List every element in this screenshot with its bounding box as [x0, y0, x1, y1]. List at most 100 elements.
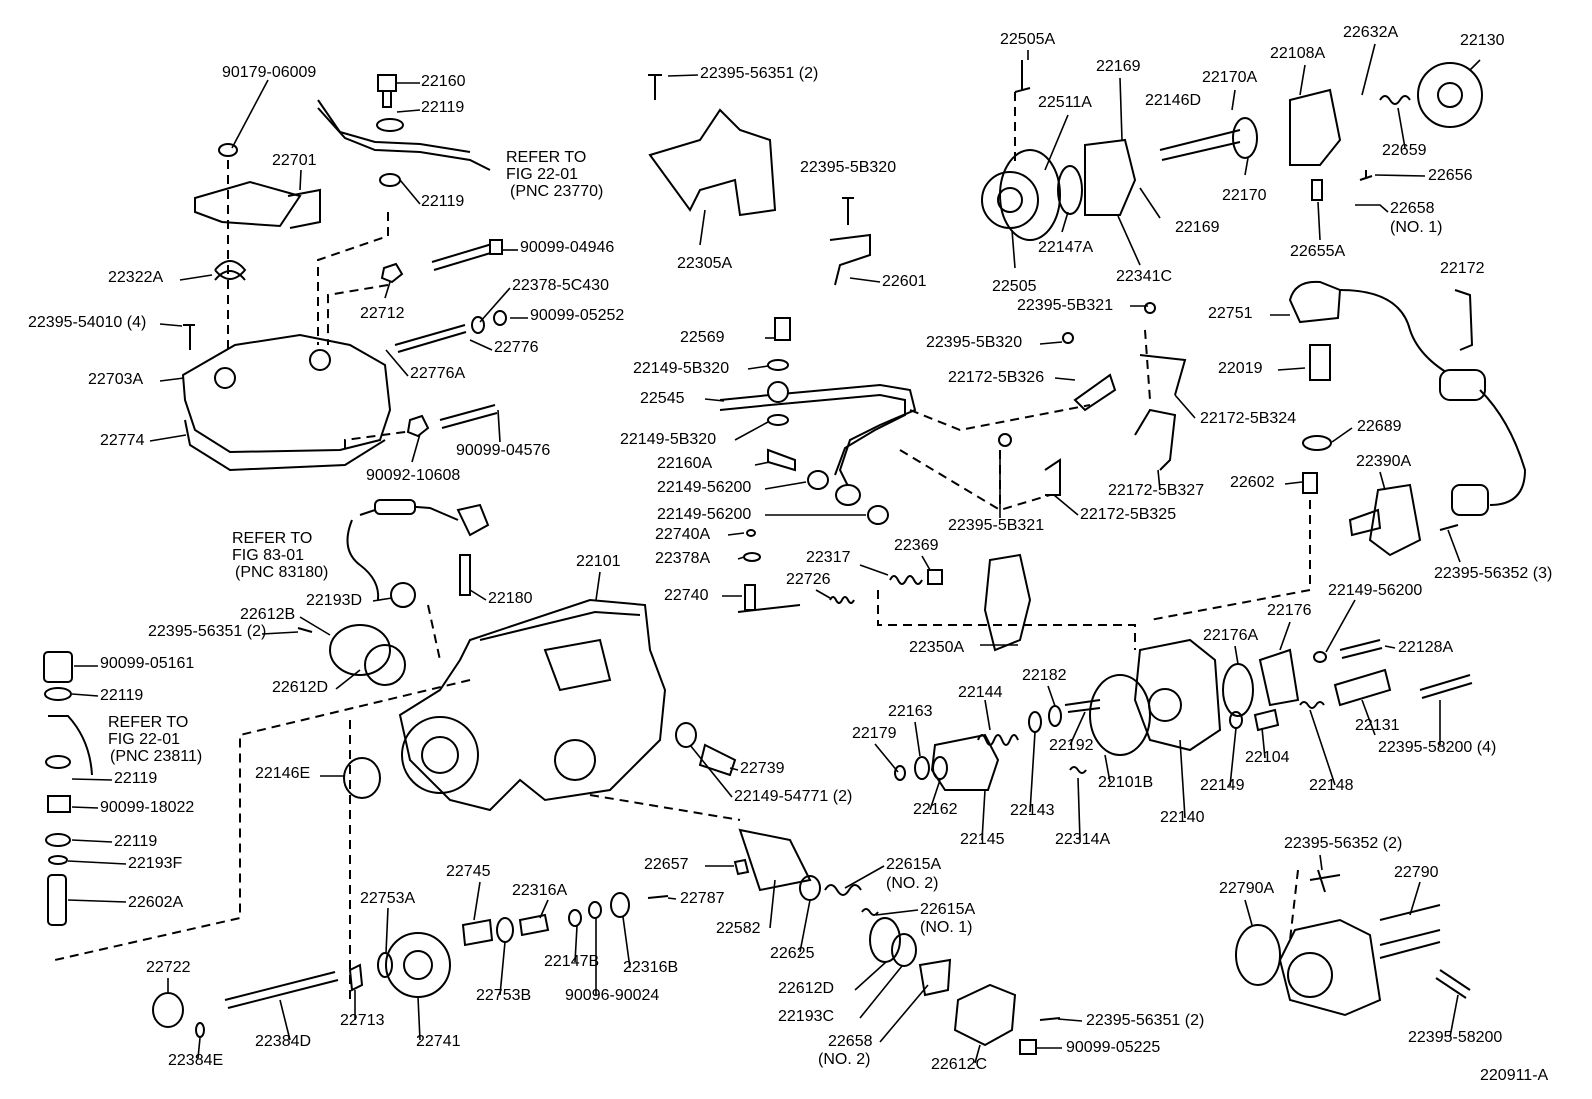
cover-22612b	[329, 624, 391, 676]
part-label-22615a: 22615A	[920, 901, 975, 918]
tube-22602a	[47, 874, 67, 926]
part-label-22776a: 22776A	[410, 365, 465, 382]
spring-22615a	[824, 884, 862, 896]
part-label-22740: 22740	[664, 587, 709, 604]
connector-22751	[1439, 369, 1486, 401]
part-label-22751: 22751	[1208, 305, 1253, 322]
part-label-22322a: 22322A	[108, 269, 163, 286]
bush-22316a	[518, 913, 550, 937]
disc-22130	[1417, 62, 1483, 128]
part-label-22511a: 22511A	[1038, 94, 1092, 111]
nut-90099-05161	[43, 651, 73, 683]
part-label-22712: 22712	[360, 305, 405, 322]
part-label-22148: 22148	[1309, 777, 1354, 794]
part-label-22149-56200: 22149-56200	[657, 506, 751, 523]
cover-22612c	[953, 983, 1017, 1047]
spring-22317	[889, 575, 923, 585]
part-label-22395-56352-2: 22395-56352 (2)	[1284, 835, 1402, 852]
part-label-22612b: 22612B	[240, 606, 295, 623]
bolt-22569	[774, 317, 791, 341]
part-label-22713: 22713	[340, 1012, 385, 1029]
part-label-22145: 22145	[960, 831, 1005, 848]
part-label-22612d: 22612D	[272, 679, 328, 696]
bolt-22739	[698, 743, 737, 777]
part-label-22101b: 22101B	[1098, 774, 1153, 791]
part-label-22314a: 22314A	[1055, 831, 1110, 848]
part-label-22703a: 22703A	[88, 371, 143, 388]
bracket-22701	[194, 180, 302, 228]
part-label-22149-56200: 22149-56200	[1328, 582, 1422, 599]
part-label-22172-5b324: 22172-5B324	[1200, 410, 1296, 427]
part-label-22128a: 22128A	[1398, 639, 1453, 656]
part-label-22545: 22545	[640, 390, 685, 407]
part-label-22776: 22776	[494, 339, 539, 356]
parts-artwork	[43, 60, 1527, 1055]
part-label-22612c: 22612C	[931, 1056, 987, 1073]
pipe-22-01	[48, 715, 93, 776]
part-label-22143: 22143	[1010, 802, 1055, 819]
part-label-22149-5b320: 22149-5B320	[633, 360, 729, 377]
part-label-22739: 22739	[740, 760, 785, 777]
nut-22712	[380, 262, 404, 284]
part-label-22316a: 22316A	[512, 882, 567, 899]
part-label-22146e: 22146E	[255, 765, 310, 782]
shaft-22170	[1159, 129, 1241, 161]
bracket-22172-5b327	[1134, 408, 1177, 471]
bracket-22305a	[648, 108, 777, 217]
spring-22726	[829, 596, 855, 604]
bolt-22395-58200	[1419, 674, 1473, 699]
part-label-22753a: 22753A	[360, 890, 415, 907]
part-label-pnc-83180: (PNC 83180)	[235, 564, 328, 581]
part-label-22176a: 22176A	[1203, 627, 1258, 644]
part-label-22131: 22131	[1355, 717, 1400, 734]
housing-22790	[1278, 918, 1382, 1017]
part-label-22655a: 22655A	[1290, 243, 1345, 260]
part-label-22395-56351-2: 22395-56351 (2)	[700, 65, 818, 82]
part-label-22149-56200: 22149-56200	[657, 479, 751, 496]
part-label-22316b: 22316B	[623, 959, 678, 976]
part-label-22149-54771-2: 22149-54771 (2)	[734, 788, 852, 805]
part-label-pnc-23811: (PNC 23811)	[110, 748, 202, 765]
part-label-22170: 22170	[1222, 187, 1267, 204]
part-label-fig-83-01: FIG 83-01	[232, 547, 304, 564]
oring-22790a	[1235, 924, 1281, 986]
part-label-22726: 22726	[786, 571, 831, 588]
part-label-22119: 22119	[100, 687, 143, 704]
oring-22193d	[390, 582, 416, 608]
part-label-22119: 22119	[421, 193, 464, 210]
nut-90179-06009	[218, 143, 238, 157]
assembly-dashed-lines	[54, 92, 1311, 1000]
pulley-22505	[981, 171, 1039, 229]
part-label-22689: 22689	[1357, 418, 1402, 435]
part-label-22632a: 22632A	[1343, 24, 1398, 41]
part-label-22341c: 22341C	[1116, 268, 1172, 285]
part-label-22146d: 22146D	[1145, 92, 1201, 109]
part-label-refer-to: REFER TO	[232, 530, 312, 547]
part-label-220911-a: 220911-A	[1480, 1067, 1549, 1084]
part-22176	[1258, 648, 1300, 707]
part-label-22378-5c430: 22378-5C430	[512, 277, 609, 294]
part-label-no-1: (NO. 1)	[1390, 219, 1442, 236]
part-label-refer-to: REFER TO	[108, 714, 188, 731]
part-label-22787: 22787	[680, 890, 725, 907]
part-label-90096-90024: 90096-90024	[565, 987, 659, 1004]
part-label-22601: 22601	[882, 273, 927, 290]
part-label-22180: 22180	[488, 590, 533, 607]
part-label-22160: 22160	[421, 73, 466, 90]
bracket-22601	[829, 233, 871, 286]
part-label-22615a: 22615A	[886, 856, 941, 873]
part-label-22019: 22019	[1218, 360, 1263, 377]
oring-22101b	[1089, 674, 1151, 756]
part-label-22625: 22625	[770, 945, 815, 962]
ring-22147a	[1057, 165, 1083, 215]
part-label-22169: 22169	[1096, 58, 1141, 75]
part-label-90099-18022: 90099-18022	[100, 799, 194, 816]
part-label-22395-5b321: 22395-5B321	[1017, 297, 1113, 314]
part-label-22741: 22741	[416, 1033, 461, 1050]
part-label-22317: 22317	[806, 549, 851, 566]
bushing-22146e	[343, 757, 381, 799]
part-label-22722: 22722	[146, 959, 191, 976]
bracket-22172-5b326	[1073, 373, 1117, 412]
